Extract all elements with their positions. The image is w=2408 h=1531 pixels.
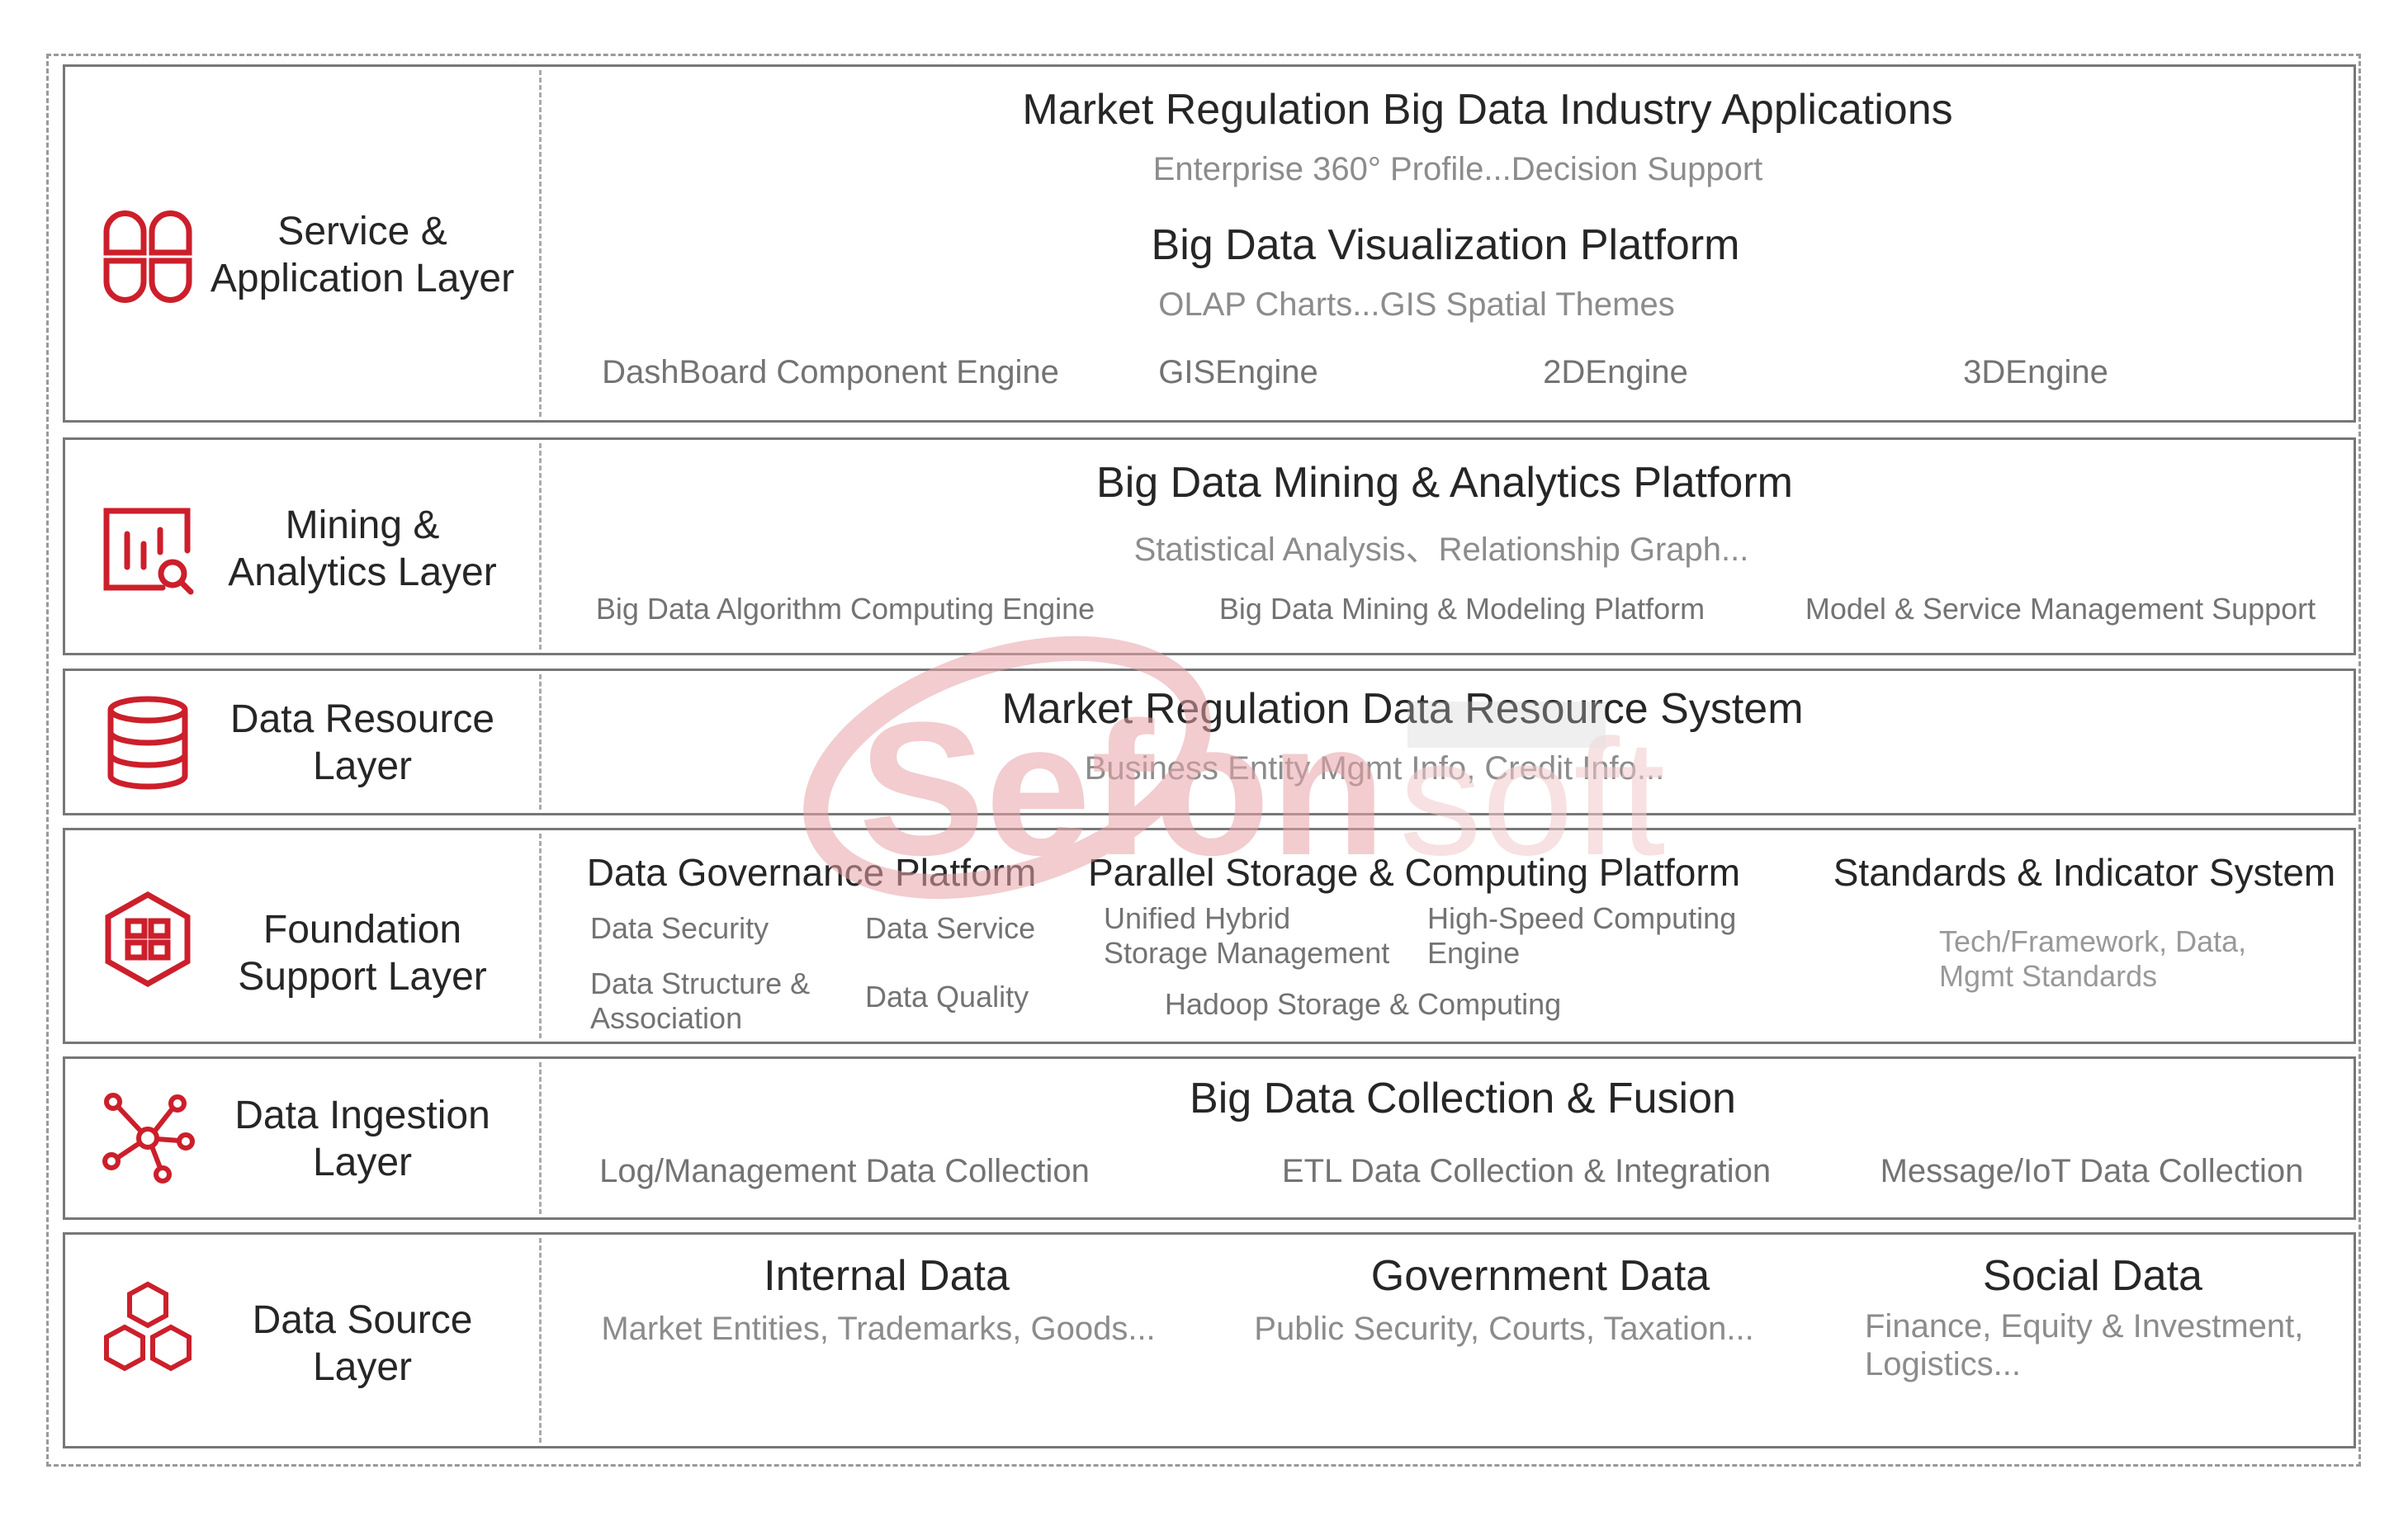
layer-header: Service & Application Layer [65, 67, 539, 420]
mining-platform-subtitle: Statistical Analysis、Relationship Graph.… [1133, 532, 1749, 568]
applications-subtitle: Enterprise 360° Profile...Decision Suppo… [1152, 151, 1763, 187]
layer-header: Data Source Layer [65, 1235, 539, 1446]
layer-divider [539, 1238, 542, 1443]
layer-header: Data Ingestion Layer [65, 1059, 539, 1217]
storage-item: Hadoop Storage & Computing [1164, 987, 1562, 1021]
layer-divider [539, 443, 542, 650]
mining-item: Big Data Algorithm Computing Engine [595, 592, 1095, 626]
layer-data-resource: Data Resource Layer Market Regulation Da… [63, 669, 2356, 815]
collection-fusion-title: Big Data Collection & Fusion [1190, 1075, 1736, 1122]
database-icon [98, 693, 197, 792]
layer-header: Mining & Analytics Layer [65, 440, 539, 653]
storage-platform-title: Parallel Storage & Computing Platform [1087, 851, 1741, 894]
layer-header: Foundation Support Layer [65, 830, 539, 1042]
storage-item: Unified Hybrid Storage Management [1104, 901, 1390, 970]
layer-divider [539, 674, 542, 810]
layer-header: Data Resource Layer [65, 671, 539, 813]
governance-item: Data Structure & Association [590, 966, 811, 1035]
layer-divider [539, 70, 542, 417]
governance-platform-title: Data Governance Platform [586, 851, 1037, 894]
engine-item: 2DEngine [1543, 354, 1688, 390]
layer-foundation-support: Foundation Support Layer Data Governance… [63, 828, 2356, 1044]
layer-name: Foundation Support Layer [238, 908, 487, 999]
standards-subtitle: Tech/Framework, Data, Mgmt Standards [1939, 924, 2247, 993]
layer-service-application: Service & Application Layer Market Regul… [63, 64, 2356, 423]
layer-mining-analytics: Mining & Analytics Layer Big Data Mining… [63, 437, 2356, 655]
visualization-platform-subtitle: OLAP Charts...GIS Spatial Themes [1158, 286, 1675, 323]
governance-item: Data Quality [865, 980, 1029, 1014]
storage-item: High-Speed Computing Engine [1427, 901, 1737, 970]
apps-icon [98, 207, 197, 306]
layer-data-source: Data Source Layer Internal Data Market E… [63, 1232, 2356, 1448]
source-title-social: Social Data [1983, 1252, 2202, 1300]
resource-system-title: Market Regulation Data Resource System [1001, 685, 1804, 733]
mining-item: Model & Service Management Support [1805, 592, 2316, 626]
layer-name: Mining & Analytics Layer [228, 503, 497, 594]
layer-divider [539, 834, 542, 1038]
hexagons-icon [98, 1279, 197, 1378]
resource-system-subtitle: Business Entity Mgmt Info, Credit Info..… [1084, 750, 1665, 787]
grid-hexagon-icon [98, 890, 197, 989]
ingestion-item: Log/Management Data Collection [599, 1153, 1090, 1189]
mining-item: Big Data Mining & Modeling Platform [1218, 592, 1705, 626]
visualization-platform-title: Big Data Visualization Platform [1151, 221, 1740, 269]
engine-item: 3DEngine [1963, 354, 2108, 390]
source-subtitle-government: Public Security, Courts, Taxation... [1254, 1311, 1754, 1347]
mining-platform-title: Big Data Mining & Analytics Platform [1096, 459, 1793, 507]
source-title-government: Government Data [1370, 1252, 1710, 1300]
engine-item: DashBoard Component Engine [602, 354, 1059, 390]
layer-name: Service & Application Layer [210, 210, 515, 300]
layer-name: Data Resource Layer [229, 697, 495, 788]
source-subtitle-internal: Market Entities, Trademarks, Goods... [601, 1311, 1156, 1347]
layer-name: Data Source Layer [252, 1298, 473, 1389]
layer-name: Data Ingestion Layer [234, 1094, 490, 1184]
layer-divider [539, 1062, 542, 1214]
ingestion-item: Message/IoT Data Collection [1880, 1153, 2304, 1189]
ingestion-item: ETL Data Collection & Integration [1281, 1153, 1772, 1189]
governance-item: Data Security [590, 911, 769, 945]
source-subtitle-social: Finance, Equity & Investment, Logistics.… [1865, 1308, 2304, 1382]
applications-title: Market Regulation Big Data Industry Appl… [1022, 86, 1953, 134]
layer-data-ingestion: Data Ingestion Layer Big Data Collection… [63, 1056, 2356, 1220]
chart-search-icon [98, 501, 197, 600]
architecture-frame [46, 54, 2361, 1467]
network-icon [98, 1089, 197, 1188]
governance-item: Data Service [865, 911, 1036, 945]
source-title-internal: Internal Data [764, 1252, 1010, 1300]
engine-item: GISEngine [1158, 354, 1318, 390]
standards-system-title: Standards & Indicator System [1833, 851, 2336, 894]
